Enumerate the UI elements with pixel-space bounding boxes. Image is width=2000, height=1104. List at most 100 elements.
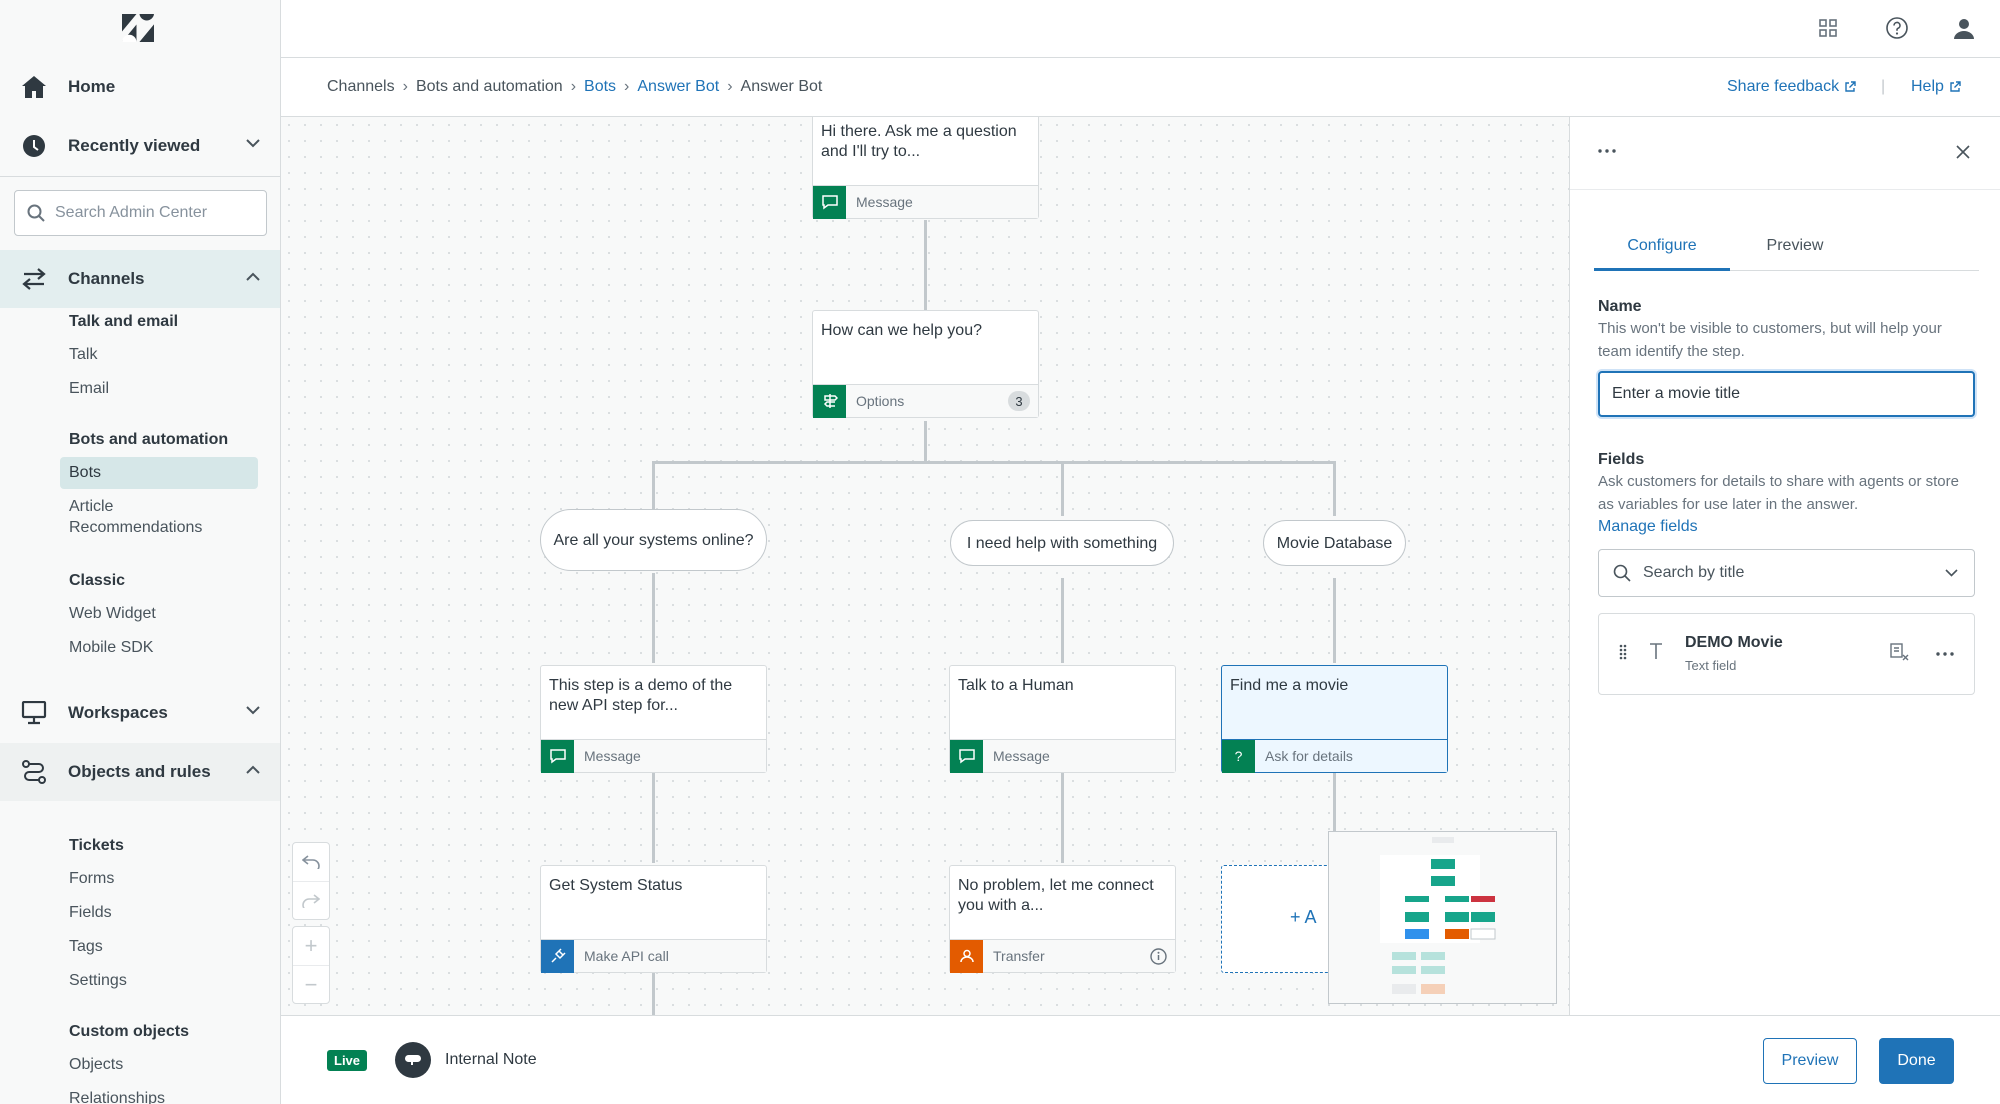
nav-tags[interactable]: Tags bbox=[69, 938, 103, 955]
nav-article-recommendations[interactable]: Article Recommendations bbox=[69, 498, 202, 537]
tab-preview[interactable]: Preview bbox=[1766, 237, 1824, 254]
nav-web-widget[interactable]: Web Widget bbox=[69, 605, 156, 622]
nav-mobile-sdk[interactable]: Mobile SDK bbox=[69, 639, 154, 656]
remove-field-icon[interactable] bbox=[1890, 643, 1910, 661]
info-icon[interactable] bbox=[1150, 947, 1167, 965]
admin-search-placeholder: Search Admin Center bbox=[55, 204, 208, 221]
step-card-find-movie[interactable]: Find me a movie ? Ask for details bbox=[1221, 665, 1448, 773]
step-type: Message bbox=[856, 194, 913, 210]
connector bbox=[652, 573, 655, 663]
help-link[interactable]: Help bbox=[1911, 78, 1961, 96]
panel-divider bbox=[1570, 189, 2000, 190]
user-profile-icon[interactable] bbox=[1953, 17, 1975, 39]
more-options-icon[interactable] bbox=[1936, 652, 1954, 656]
step-type: Make API call bbox=[584, 948, 669, 964]
bot-name: Internal Note bbox=[445, 1051, 537, 1068]
nav-bots[interactable]: Bots bbox=[69, 464, 102, 481]
nav-group-tickets: Tickets bbox=[69, 837, 124, 854]
step-footer: Options 3 bbox=[813, 384, 1038, 418]
nav-channels[interactable]: Channels bbox=[0, 250, 280, 308]
tab-configure[interactable]: Configure bbox=[1594, 237, 1730, 271]
chevron-down-icon bbox=[246, 706, 260, 715]
chevron-up-icon bbox=[246, 272, 260, 281]
branch-option-movie-database[interactable]: Movie Database bbox=[1263, 520, 1406, 566]
nav-fields[interactable]: Fields bbox=[69, 904, 112, 921]
nav-forms[interactable]: Forms bbox=[69, 870, 115, 887]
step-card-transfer[interactable]: No problem, let me connect you with a...… bbox=[949, 865, 1176, 973]
drag-handle-icon[interactable] bbox=[1619, 644, 1627, 660]
field-item-name: DEMO Movie bbox=[1685, 634, 1783, 651]
nav-objects[interactable]: Objects bbox=[69, 1056, 124, 1073]
connector bbox=[1061, 773, 1064, 863]
step-type: Message bbox=[584, 748, 641, 764]
nav-workspaces[interactable]: Workspaces bbox=[0, 684, 280, 742]
close-icon[interactable] bbox=[1956, 145, 1970, 159]
nav-recently-viewed[interactable]: Recently viewed bbox=[0, 117, 280, 175]
nav-email[interactable]: Email bbox=[69, 380, 110, 397]
nav-home[interactable]: Home bbox=[0, 58, 280, 116]
help-icon[interactable] bbox=[1886, 17, 1908, 39]
name-hint: This won't be visible to customers, but … bbox=[1598, 320, 1942, 360]
admin-search-input[interactable]: Search Admin Center bbox=[14, 190, 267, 236]
chevron-up-icon bbox=[246, 765, 260, 774]
branch-option-systems-online[interactable]: Are all your systems online? bbox=[540, 509, 767, 571]
done-button[interactable]: Done bbox=[1879, 1038, 1954, 1084]
flow-minimap[interactable] bbox=[1328, 831, 1557, 1004]
step-footer: ? Ask for details bbox=[1222, 739, 1447, 773]
nav-settings[interactable]: Settings bbox=[69, 972, 127, 989]
breadcrumb-bots-and-automation[interactable]: Bots and automation bbox=[415, 78, 563, 95]
redo-icon[interactable] bbox=[293, 881, 329, 919]
share-feedback-label: Share feedback bbox=[1727, 78, 1840, 95]
step-card-greeting[interactable]: Hi there. Ask me a question and I'll try… bbox=[812, 117, 1039, 219]
nav-objects-and-rules-label: Objects and rules bbox=[68, 762, 211, 781]
step-card-talk-to-human[interactable]: Talk to a Human Message bbox=[949, 665, 1176, 773]
step-card-demo-message[interactable]: This step is a demo of the new API step … bbox=[540, 665, 767, 773]
name-label: Name bbox=[1598, 298, 1642, 315]
nav-objects-and-rules[interactable]: Objects and rules bbox=[0, 743, 280, 801]
breadcrumb: Channels › Bots and automation › Bots › … bbox=[327, 78, 822, 96]
search-icon bbox=[27, 204, 55, 222]
step-text: No problem, let me connect you with a... bbox=[958, 877, 1154, 914]
breadcrumb-bots[interactable]: Bots bbox=[584, 78, 617, 95]
nav-relationships[interactable]: Relationships bbox=[69, 1090, 166, 1104]
branch-option-need-help[interactable]: I need help with something bbox=[950, 520, 1174, 566]
text-field-icon bbox=[1649, 642, 1663, 660]
chevron-right-icon: › bbox=[570, 78, 577, 95]
breadcrumb-answer-bot[interactable]: Answer Bot bbox=[637, 78, 720, 95]
apps-grid-icon[interactable] bbox=[1819, 19, 1837, 37]
name-input[interactable]: Enter a movie title bbox=[1598, 371, 1975, 417]
undo-icon[interactable] bbox=[293, 843, 329, 881]
question-icon: ? bbox=[1222, 739, 1255, 773]
connector bbox=[1061, 578, 1064, 663]
zoom-in-icon[interactable]: + bbox=[304, 933, 318, 958]
external-link-icon bbox=[1944, 81, 1961, 93]
step-footer: Message bbox=[541, 739, 766, 773]
nav-article-recommendations-line1: Article bbox=[69, 498, 114, 515]
step-card-options[interactable]: How can we help you? Options 3 bbox=[812, 310, 1039, 418]
history-controls bbox=[292, 842, 330, 920]
nav-home-label: Home bbox=[68, 77, 116, 96]
share-feedback-link[interactable]: Share feedback bbox=[1727, 78, 1856, 96]
step-type: Message bbox=[993, 748, 1050, 764]
flow-canvas[interactable]: Hi there. Ask me a question and I'll try… bbox=[281, 117, 1569, 1015]
step-card-api-call[interactable]: Get System Status Make API call bbox=[540, 865, 767, 973]
breadcrumb-channels[interactable]: Channels bbox=[327, 78, 395, 95]
options-count-badge: 3 bbox=[1008, 391, 1030, 411]
chevron-right-icon: › bbox=[727, 78, 733, 95]
more-options-icon[interactable] bbox=[1598, 149, 1616, 153]
chevron-right-icon: › bbox=[402, 78, 408, 95]
zoom-out-icon[interactable]: − bbox=[293, 965, 329, 1003]
field-item-card[interactable]: DEMO Movie Text field bbox=[1598, 613, 1975, 695]
step-footer: Make API call bbox=[541, 939, 766, 973]
manage-fields-link[interactable]: Manage fields bbox=[1598, 518, 1698, 535]
connector bbox=[1333, 578, 1336, 663]
preview-button[interactable]: Preview bbox=[1763, 1038, 1857, 1084]
name-input-value: Enter a movie title bbox=[1612, 385, 1741, 402]
step-footer: Message bbox=[950, 739, 1175, 773]
step-type: Transfer bbox=[993, 948, 1045, 964]
connector bbox=[1333, 461, 1336, 516]
zendesk-logo[interactable] bbox=[122, 14, 154, 42]
nav-talk[interactable]: Talk bbox=[69, 346, 98, 363]
message-icon bbox=[541, 739, 574, 773]
field-search-combobox[interactable]: Search by title bbox=[1598, 549, 1975, 597]
